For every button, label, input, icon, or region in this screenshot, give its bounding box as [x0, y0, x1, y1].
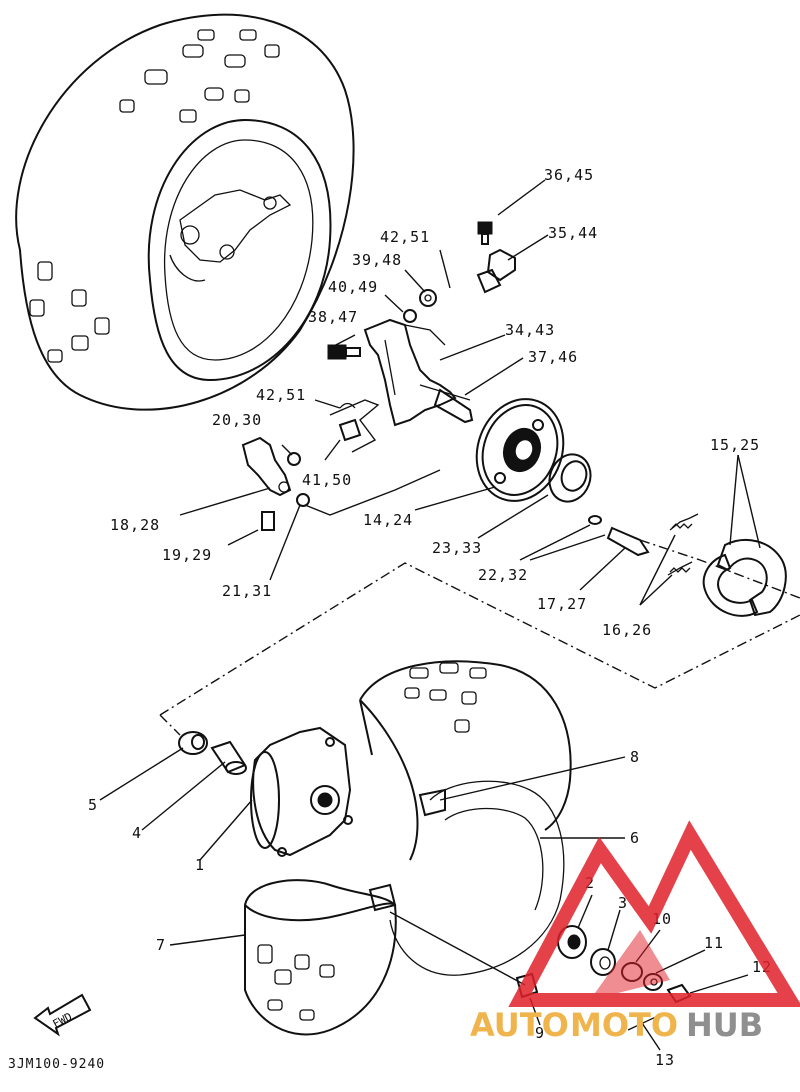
callout-9: 9 — [535, 1024, 545, 1042]
callout-41-50: 41,50 — [302, 471, 352, 489]
callout-21-31: 21,31 — [222, 582, 272, 600]
fwd-arrow: FWD — [33, 993, 92, 1037]
brake-shoes — [702, 539, 787, 617]
brake-cam-springs — [588, 513, 699, 576]
watermark-auto: AUTO — [470, 1006, 569, 1044]
arm-bracket — [241, 436, 292, 497]
callout-11: 11 — [704, 934, 724, 952]
watermark-text: AUTO MOTO HUB — [470, 1006, 763, 1044]
rim-half-inner — [244, 879, 397, 1036]
callout-20-30: 20,30 — [212, 411, 262, 429]
callout-42-51-upper: 42,51 — [380, 228, 430, 246]
callout-14-24: 14,24 — [363, 511, 413, 529]
callout-35-44: 35,44 — [548, 224, 598, 242]
upper-tire — [15, 13, 355, 411]
callout-39-48: 39,48 — [352, 251, 402, 269]
watermark-hub: HUB — [686, 1006, 763, 1044]
callout-19-29: 19,29 — [162, 546, 212, 564]
leader-lines — [99, 179, 800, 1051]
callout-16-26: 16,26 — [602, 621, 652, 639]
callout-17-27: 17,27 — [537, 595, 587, 613]
diagram-code: 3JM100-9240 — [8, 1057, 105, 1072]
hub-assembly — [178, 726, 353, 857]
hardware-bolts-nuts — [261, 221, 516, 531]
callout-8: 8 — [630, 748, 640, 766]
callout-13: 13 — [655, 1051, 675, 1069]
callout-3: 3 — [618, 894, 628, 912]
oil-seal — [548, 453, 592, 503]
callout-5: 5 — [88, 796, 98, 814]
callout-37-46: 37,46 — [528, 348, 578, 366]
callout-36-45: 36,45 — [544, 166, 594, 184]
rim-half-outer — [359, 660, 572, 976]
fwd-label: FWD — [51, 1010, 75, 1031]
brake-backing-plate — [475, 398, 565, 502]
callout-6: 6 — [630, 829, 640, 847]
watermark-logo — [508, 820, 800, 1007]
callout-15-25: 15,25 — [710, 436, 760, 454]
callout-1: 1 — [195, 856, 205, 874]
steering-knuckle — [363, 318, 474, 427]
callout-23-33: 23,33 — [432, 539, 482, 557]
callout-18-28: 18,28 — [110, 516, 160, 534]
callout-4: 4 — [132, 824, 142, 842]
callout-42-51-lower: 42,51 — [256, 386, 306, 404]
callout-7: 7 — [156, 936, 166, 954]
callout-34-43: 34,43 — [505, 321, 555, 339]
callout-40-49: 40,49 — [328, 278, 378, 296]
callout-38-47: 38,47 — [308, 308, 358, 326]
watermark-moto: MOTO — [570, 1006, 678, 1044]
callout-22-32: 22,32 — [478, 566, 528, 584]
